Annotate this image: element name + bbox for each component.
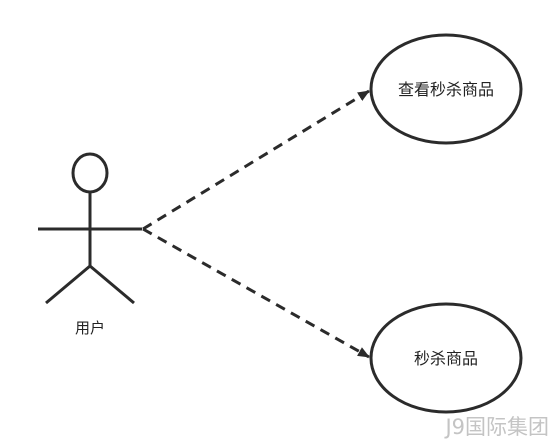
arrow-to-view-seckill-goods: [142, 89, 370, 231]
actor-left-leg: [45, 264, 91, 305]
use-case-seckill-goods: 秒杀商品: [369, 302, 523, 414]
watermark: J9国际集团: [443, 415, 549, 439]
use-case-label: 查看秒杀商品: [398, 80, 494, 99]
actor-label: 用户: [75, 319, 105, 337]
use-case-ellipse: [369, 302, 523, 414]
use-case-label: 秒杀商品: [414, 349, 478, 368]
actor-user: 用户: [38, 152, 142, 337]
actor-head: [71, 152, 109, 194]
actor-right-leg: [89, 264, 135, 305]
use-case-view-seckill-goods: 查看秒杀商品: [369, 33, 523, 145]
use-case-ellipse: [369, 33, 523, 145]
arrow-to-seckill-goods: [142, 227, 370, 359]
